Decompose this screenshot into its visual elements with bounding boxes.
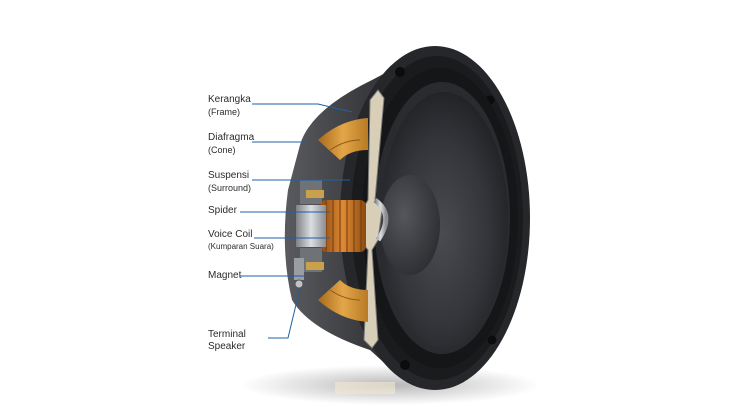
label-frame-name: Kerangka: [208, 94, 251, 105]
terminal-screw: [294, 279, 304, 289]
mount-hole-bottom: [400, 360, 410, 370]
label-spider-name: Spider: [208, 205, 237, 216]
cone-surface: [380, 92, 508, 348]
voice-coil-former: [373, 198, 389, 242]
label-surround-name: Suspensi: [208, 170, 250, 181]
voice-coil: [320, 200, 366, 252]
label-frame: Kerangka (Frame): [208, 94, 251, 118]
leader-lines: [240, 103, 353, 339]
mount-hole-right-bottom: [487, 335, 497, 345]
terminal-tab-upper: [306, 190, 324, 198]
floor-reflection: [335, 382, 395, 394]
terminal-tab-lower: [306, 262, 324, 270]
magnet-pole: [296, 205, 326, 247]
label-cone: Diafragma (Cone): [208, 132, 254, 156]
label-cone-name: Diafragma: [208, 132, 255, 143]
label-surround: Suspensi (Surround): [208, 170, 251, 194]
label-terminal-name: Terminal: [208, 329, 246, 340]
label-terminal-line2: Speaker: [208, 341, 246, 352]
label-cone-translation: (Cone): [208, 145, 236, 155]
label-voice-coil-name: Voice Coil: [208, 229, 253, 240]
label-terminal: Terminal Speaker: [208, 329, 246, 353]
label-spider: Spider: [208, 205, 237, 217]
label-surround-translation: (Surround): [208, 183, 252, 193]
label-frame-translation: (Frame): [208, 107, 240, 117]
leader-frame: [252, 103, 353, 113]
label-magnet: Magnet: [208, 270, 241, 282]
terminal-bracket: [294, 258, 304, 280]
label-voice-coil-translation: (Kumparan Suara): [208, 242, 274, 251]
label-voice-coil: Voice Coil (Kumparan Suara): [208, 229, 274, 253]
spider-ridge-1: [329, 139, 361, 151]
mount-hole-top: [395, 67, 405, 77]
spider-ridge-2: [329, 289, 361, 301]
label-magnet-name: Magnet: [208, 270, 242, 281]
dust-cap: [380, 175, 440, 275]
leader-terminal: [268, 287, 301, 339]
